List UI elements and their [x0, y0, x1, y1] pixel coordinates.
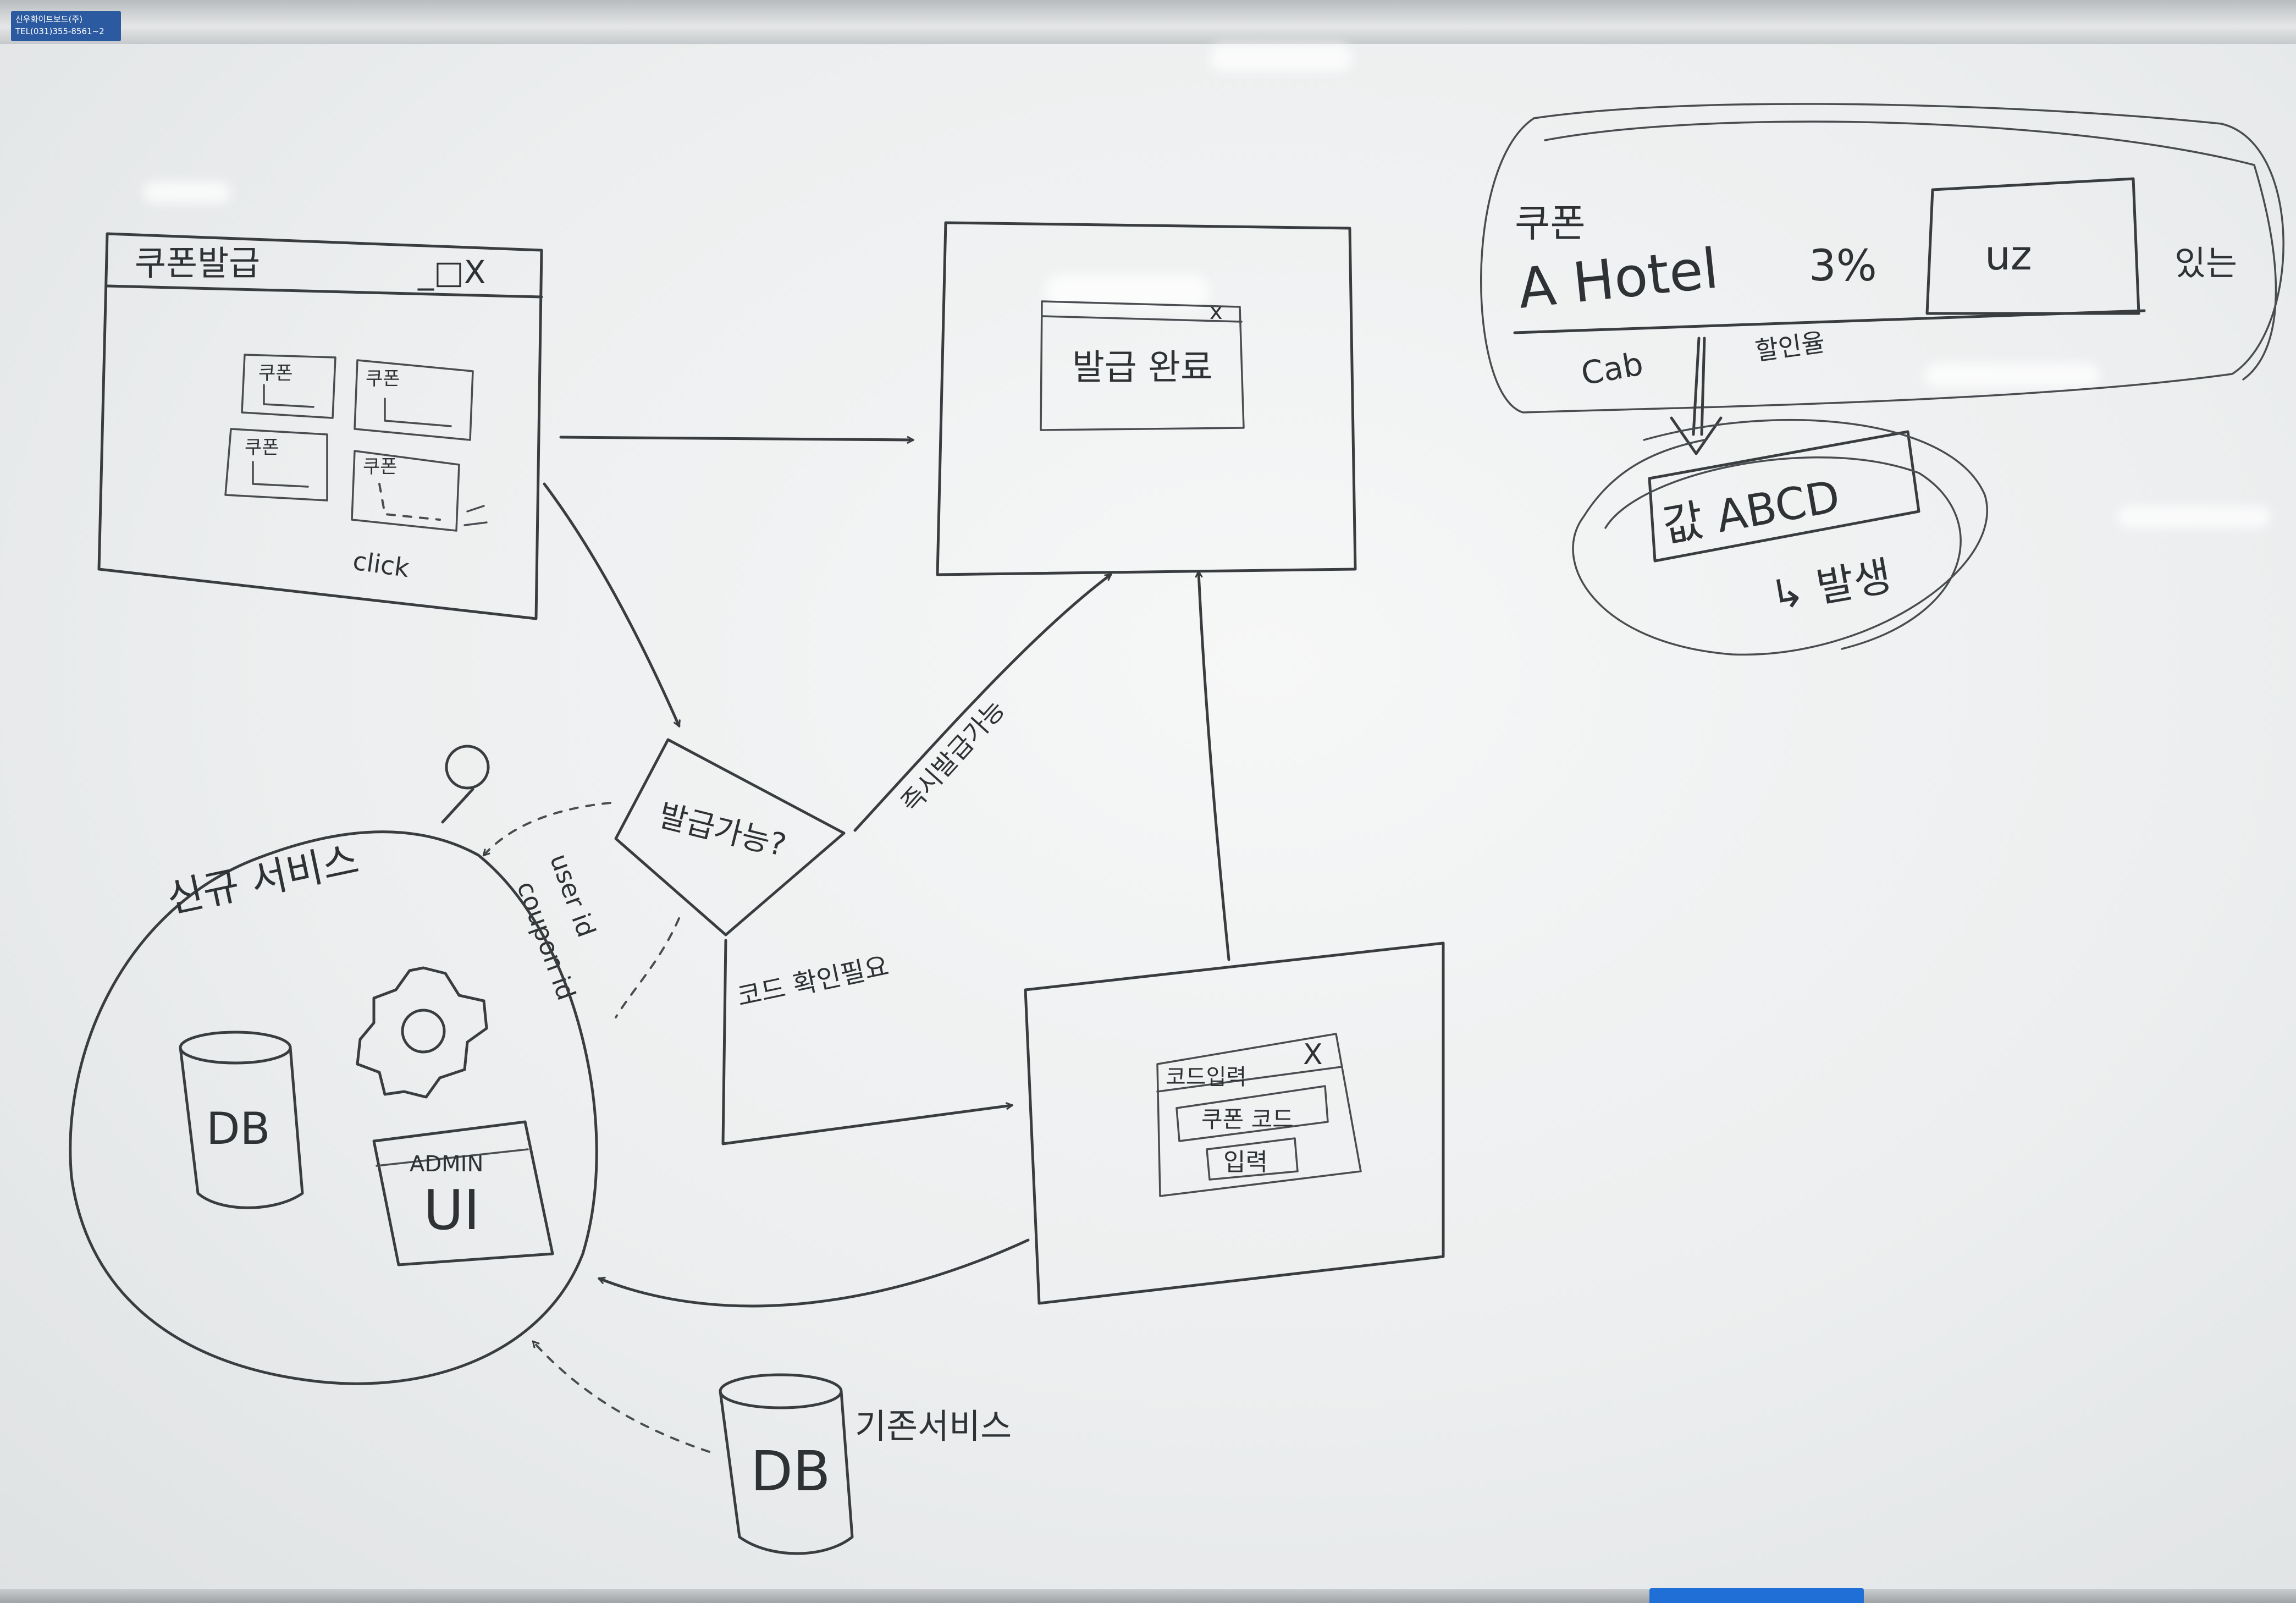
code-dialog-title: 코드입력 [1166, 1065, 1246, 1090]
complete-dialog [1040, 300, 1245, 431]
complete-window-frame [936, 221, 1357, 576]
coupon-card: 쿠폰 [354, 359, 474, 441]
code-dialog-close[interactable]: X [1303, 1038, 1323, 1071]
arrow-code-to-service [599, 1238, 1030, 1308]
immediate-issue-label: 즉시발급가능 [895, 695, 1011, 818]
note-outline-stroke [1544, 120, 2277, 381]
new-service: 신규 서비스 DB ADMIN UI [69, 745, 598, 1385]
submit-button-label: 입력 [1223, 1148, 1268, 1176]
dashed-query-arrow [484, 802, 611, 855]
sticker-phone: TEL(031)355-8561~2 [15, 26, 104, 36]
note-side-text: 있는 [2174, 243, 2237, 283]
decision-issuable: 발급가능? [614, 738, 846, 937]
arrow-immediate-issue [853, 573, 1111, 832]
brand-sticker: 신우화이트보드(주) TEL(031)355-8561~2 [11, 11, 121, 41]
coupon-window-title: 쿠폰발급 [135, 243, 260, 283]
board-frame-bottom [0, 1589, 2296, 1603]
admin-label: ADMIN [410, 1152, 483, 1177]
db-icon [179, 1031, 304, 1209]
coupon-data-note: 쿠폰 A Hotel 3% uz 있는 Cab 할인율 값 ABCD ↳ 발생 [1480, 103, 2284, 656]
issue-text: ↳ 발생 [1767, 553, 1895, 620]
new-service-boundary [69, 830, 598, 1385]
code-dialog-titlebar [1156, 1066, 1343, 1093]
note-outline [1480, 103, 2284, 414]
marker-tray-clip [1649, 1588, 1864, 1603]
code-entry-window: 코드입력 X 쿠폰 코드 입력 [1024, 941, 1445, 1305]
coupon-card: 쿠폰 [224, 428, 328, 502]
legacy-db-icon [719, 1373, 854, 1555]
new-service-title: 신규 서비스 [163, 836, 363, 922]
issue-complete-window: x 발급 완료 [936, 221, 1357, 576]
admin-ui-screen [372, 1120, 554, 1266]
dashed-legacy-to-service [533, 1342, 710, 1453]
value-box [1648, 430, 1920, 563]
note-heading: 쿠폰 [1515, 201, 1586, 246]
coupon-card-clicked[interactable]: 쿠폰 [351, 450, 488, 532]
arrow-to-decision [543, 482, 679, 726]
coupon-card-label: 쿠폰 [363, 456, 398, 478]
note-percent: 3% [1809, 241, 1877, 291]
submit-button[interactable] [1206, 1137, 1299, 1181]
note-box [1925, 177, 2140, 315]
value-box-text: 값 ABCD [1659, 471, 1844, 552]
gear-icon [356, 966, 488, 1099]
coupon-issue-window: 쿠폰발급 _□X 쿠폰 쿠폰 쿠폰 쿠폰 click [97, 232, 543, 620]
legacy-db-label: DB [750, 1439, 831, 1503]
coupon-card-label: 쿠폰 [245, 437, 279, 459]
light-glare [1924, 363, 2100, 388]
coupon-card: 쿠폰 [241, 354, 336, 419]
legacy-service-label: 기존서비스 [855, 1406, 1012, 1446]
service-antenna-stem [441, 787, 474, 824]
note-sub-text: 할인율 [1753, 327, 1826, 366]
code-window-frame [1024, 941, 1445, 1305]
coupon-window-controls: _□X [417, 254, 486, 291]
coupon-code-input[interactable] [1175, 1085, 1329, 1142]
light-glare [1210, 44, 1353, 71]
value-circle-stroke [1604, 456, 1962, 650]
legacy-service: DB 기존서비스 [719, 1373, 1012, 1555]
light-glare [2117, 506, 2271, 528]
coupon-window-titlebar-line [106, 284, 543, 299]
coupon-card-label: 쿠폰 [366, 368, 400, 390]
note-tab-text: Cab [1578, 345, 1646, 393]
light-glare [143, 181, 231, 203]
note-hotel: A Hotel [1515, 236, 1721, 321]
new-service-db-label: DB [206, 1103, 270, 1154]
complete-dialog-text: 발급 완료 [1072, 348, 1213, 388]
arrow-code-to-complete [1199, 572, 1230, 961]
note-connector [1700, 337, 1706, 436]
sticker-company: 신우화이트보드(주) [15, 14, 83, 24]
decision-diamond [614, 738, 846, 937]
coupon-code-label: 쿠폰 코드 [1201, 1106, 1294, 1133]
note-box-text: uz [1985, 232, 2032, 279]
code-dialog [1156, 1033, 1362, 1197]
coupon-card-label: 쿠폰 [258, 362, 293, 384]
need-code-label: 코드 확인필요 [735, 951, 892, 1013]
note-connector-arrowhead [1670, 416, 1723, 455]
coupon-window-frame [97, 232, 543, 620]
dashed-return-line [615, 917, 680, 1018]
whiteboard-surface [0, 44, 2296, 1589]
arrow-to-complete [559, 436, 913, 440]
complete-dialog-close[interactable]: x [1210, 299, 1223, 324]
arrow-need-code [721, 939, 1012, 1145]
click-burst [463, 505, 488, 526]
note-connector [1692, 337, 1701, 436]
service-antenna-ball [445, 745, 490, 790]
click-label: click [351, 546, 411, 583]
board-frame-top [0, 0, 2296, 44]
decision-text: 발급가능? [655, 798, 790, 864]
ui-label: UI [423, 1178, 480, 1242]
complete-dialog-titlebar [1041, 315, 1243, 323]
value-circle [1572, 418, 1988, 656]
